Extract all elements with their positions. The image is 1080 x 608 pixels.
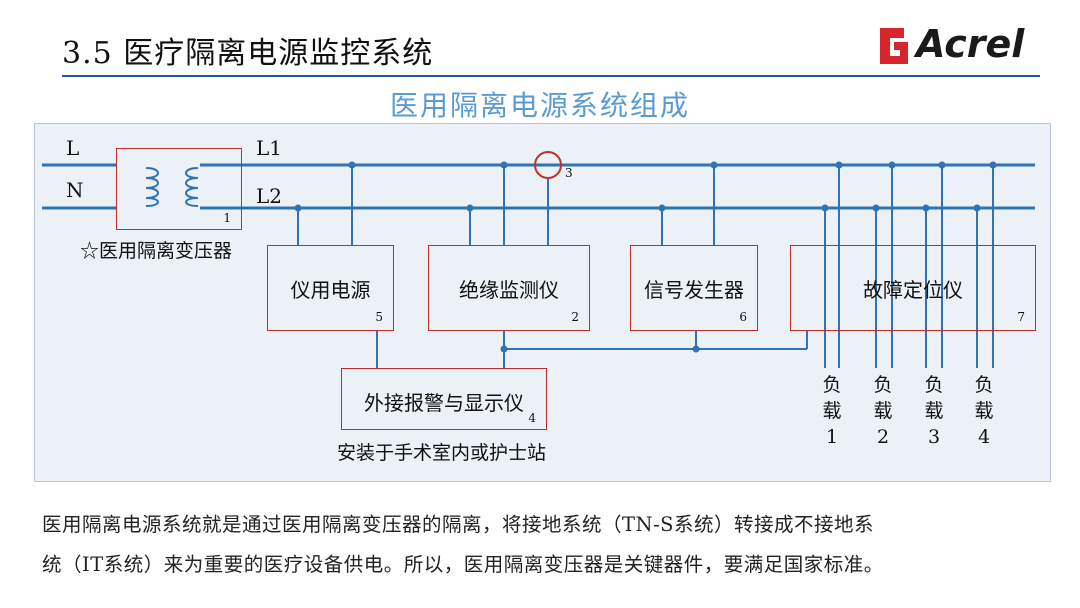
signal-generator-number: 6 xyxy=(739,310,747,324)
label-n: N xyxy=(66,178,84,202)
instrument-power-number: 5 xyxy=(375,310,383,324)
load-3-char-2: 载 xyxy=(924,400,944,422)
load-4-char-1: 负 xyxy=(974,374,994,396)
load-4-number: 4 xyxy=(977,426,991,448)
load-2-number: 2 xyxy=(876,426,890,448)
load-1: 负 载 1 xyxy=(820,372,844,450)
transformer-box: 1 xyxy=(116,148,242,230)
description-line-1: 医用隔离电源系统就是通过医用隔离变压器的隔离，将接地系统（TN-S系统）转接成不… xyxy=(42,513,875,536)
load-1-char-2: 载 xyxy=(822,400,842,422)
fault-locator-box: 故障定位仪 7 xyxy=(790,245,1036,331)
fault-locator-label: 故障定位仪 xyxy=(863,278,963,302)
load-3-char-1: 负 xyxy=(924,374,944,396)
transformer-caption: ☆医用隔离变压器 xyxy=(80,240,233,262)
insulation-monitor-box: 绝缘监测仪 2 xyxy=(428,245,590,331)
insulation-monitor-label: 绝缘监测仪 xyxy=(459,278,559,302)
load-1-number: 1 xyxy=(825,426,839,448)
signal-generator-label: 信号发生器 xyxy=(644,278,744,302)
fault-locator-number: 7 xyxy=(1017,310,1025,324)
acrel-logo: Acrel xyxy=(878,22,1048,70)
current-sensor-icon xyxy=(534,151,562,179)
label-l2: L2 xyxy=(256,184,283,208)
logo-text: Acrel xyxy=(916,22,1025,66)
load-3: 负 载 3 xyxy=(922,372,946,450)
transformer-coil-icon xyxy=(145,167,199,207)
description-line-2: 统（IT系统）来为重要的医疗设备供电。所以，医用隔离变压器是关键器件，要满足国家… xyxy=(42,553,884,576)
signal-generator-box: 信号发生器 6 xyxy=(630,245,758,331)
diagram-panel xyxy=(34,123,1051,482)
label-l: L xyxy=(66,136,80,160)
load-4: 负 载 4 xyxy=(972,372,996,450)
alarm-display-number: 4 xyxy=(528,411,536,425)
load-4-char-2: 载 xyxy=(974,400,994,422)
page-title: 3.5 医疗隔离电源监控系统 xyxy=(62,36,434,71)
load-2-char-2: 载 xyxy=(873,400,893,422)
description: 医用隔离电源系统就是通过医用隔离变压器的隔离，将接地系统（TN-S系统）转接成不… xyxy=(42,505,1052,585)
sensor-number: 3 xyxy=(565,166,573,180)
load-2: 负 载 2 xyxy=(871,372,895,450)
install-note: 安装于手术室内或护士站 xyxy=(337,442,547,464)
transformer-number: 1 xyxy=(223,211,231,225)
label-l1: L1 xyxy=(256,136,283,160)
alarm-display-label: 外接报警与显示仪 xyxy=(364,391,524,415)
instrument-power-label: 仪用电源 xyxy=(290,278,371,302)
acrel-logo-mark-icon xyxy=(880,28,908,64)
instrument-power-box: 仪用电源 5 xyxy=(267,245,394,331)
insulation-monitor-number: 2 xyxy=(571,310,579,324)
load-2-char-1: 负 xyxy=(873,374,893,396)
title-rule xyxy=(62,75,1040,77)
load-3-number: 3 xyxy=(927,426,941,448)
load-1-char-1: 负 xyxy=(822,374,842,396)
diagram-title: 医用隔离电源系统组成 xyxy=(389,89,690,122)
alarm-display-box: 外接报警与显示仪 4 xyxy=(341,368,547,430)
